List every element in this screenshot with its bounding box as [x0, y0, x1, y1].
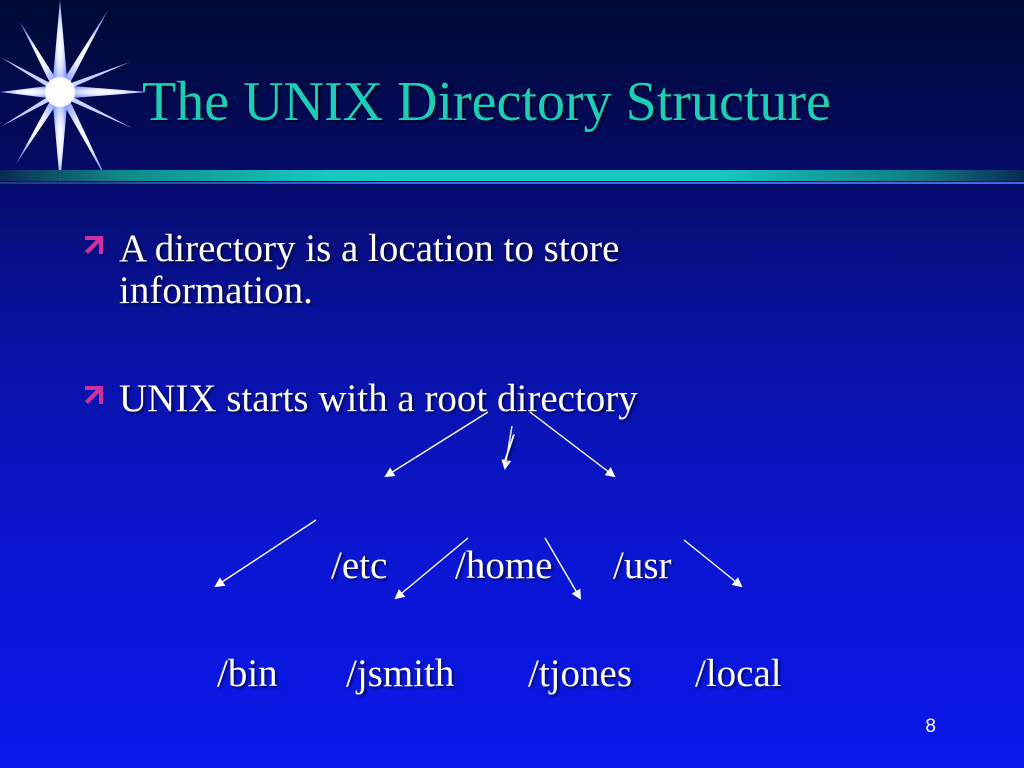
- slide-title: The UNIX Directory Structure: [142, 71, 831, 133]
- bullet-1-line-1: A directory is a location to store: [119, 227, 620, 270]
- bullet-1-line-2: information.: [119, 269, 313, 312]
- arrow-etc-bin: [214, 519, 317, 588]
- title-underline-thin: [0, 182, 1024, 184]
- title-underline: [0, 170, 1024, 184]
- tree-node-etc: /etc: [331, 544, 388, 587]
- arrow-up-right-icon: [85, 236, 103, 254]
- bullet-text-1: A directory is a location to store infor…: [119, 228, 619, 312]
- tree-root-label: /: [504, 426, 515, 469]
- tree-node-tjones: /tjones: [528, 652, 632, 695]
- tree-node-bin: /bin: [217, 652, 278, 695]
- arrow-up-right-icon: [85, 386, 103, 404]
- bullet-text-2: UNIX starts with a root directory: [119, 378, 638, 420]
- title-underline-band: [0, 170, 1024, 181]
- arrow-usr-local: [683, 539, 743, 588]
- arrow-root-etc: [384, 411, 489, 478]
- tree-node-usr: /usr: [613, 544, 672, 587]
- bullet-2-line-1: UNIX starts with a root directory: [119, 377, 638, 420]
- tree-node-local: /local: [695, 652, 782, 695]
- page-number: 8: [925, 716, 936, 737]
- tree-node-home: /home: [455, 544, 553, 587]
- arrow-root-usr: [529, 411, 616, 478]
- tree-node-jsmith: /jsmith: [346, 652, 455, 695]
- starburst-icon: [0, 0, 148, 184]
